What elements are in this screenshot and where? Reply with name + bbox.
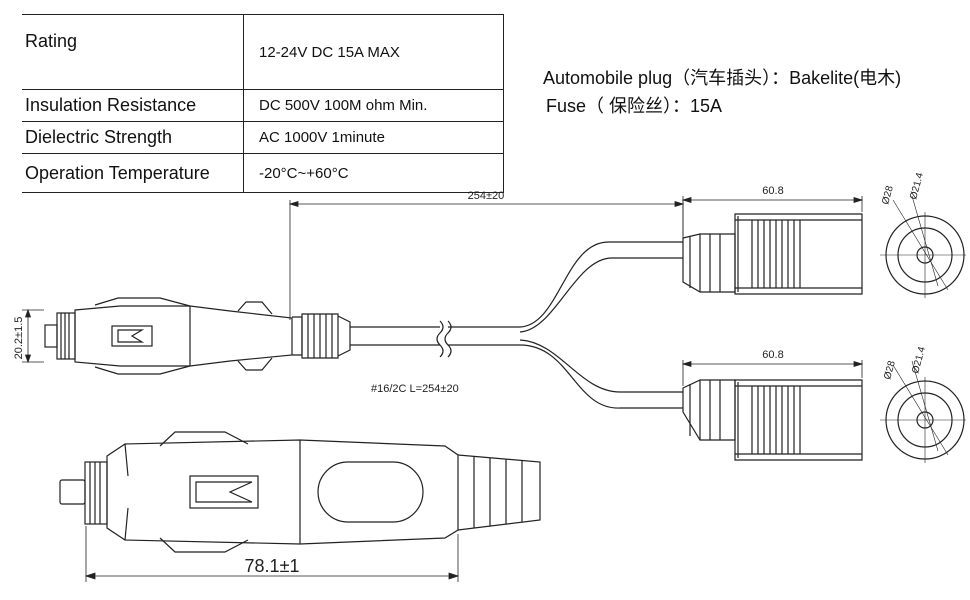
spec-label: Operation Temperature [22,153,244,193]
spec-value: AC 1000V 1minute [243,121,504,154]
plug-material-note: Automobile plug（汽车插头）：Bakelite(电木) [543,68,902,88]
spec-row-rating: Rating 12-24V DC 15A MAX [22,14,504,90]
cable-spec-label: #16/2C L=254±20 [371,383,459,395]
plug-diameter-label: 20.2±1.5 [13,317,25,360]
plug-length-label: 78.1±1 [245,556,300,576]
plug-side-view [44,297,351,375]
spec-row-insulation: Insulation Resistance DC 500V 100M ohm M… [22,89,504,122]
socket-top-length-label: 60.8 [762,185,783,197]
socket-bottom-end-view [880,360,966,463]
cable-length-label: 254±20 [468,190,505,202]
spec-value: DC 500V 100M ohm Min. [243,89,504,122]
cable [350,241,683,409]
socket-bottom-outer-diameter-label: Ø28 [882,359,898,381]
socket-top [682,213,863,295]
cable-length-dimension [288,200,685,320]
spec-row-dielectric: Dielectric Strength AC 1000V 1minute [22,121,504,154]
spec-label: Insulation Resistance [22,89,244,122]
spec-label: Rating [22,14,244,90]
spec-value: -20°C~+60°C [243,153,504,193]
specification-table: Rating 12-24V DC 15A MAX Insulation Resi… [22,14,504,193]
plug-enlarged-view [59,431,541,553]
fuse-note: Fuse（ 保险丝）：15A [546,96,723,116]
socket-bottom-length-label: 60.8 [762,349,783,361]
spec-row-temperature: Operation Temperature -20°C~+60°C [22,153,504,193]
socket-top-inner-diameter-label: Ø21.4 [908,171,926,201]
spec-label: Dielectric Strength [22,121,244,154]
socket-bottom [682,379,863,461]
plug-diameter-dimension [22,308,44,364]
socket-bottom-length-dimension [681,360,864,386]
socket-top-outer-diameter-label: Ø28 [880,184,896,206]
spec-value: 12-24V DC 15A MAX [243,14,504,90]
socket-bottom-inner-diameter-label: Ø21.4 [910,345,928,375]
socket-top-length-dimension [681,196,864,236]
socket-top-end-view [880,195,966,298]
plug-length-dimension [84,526,460,582]
